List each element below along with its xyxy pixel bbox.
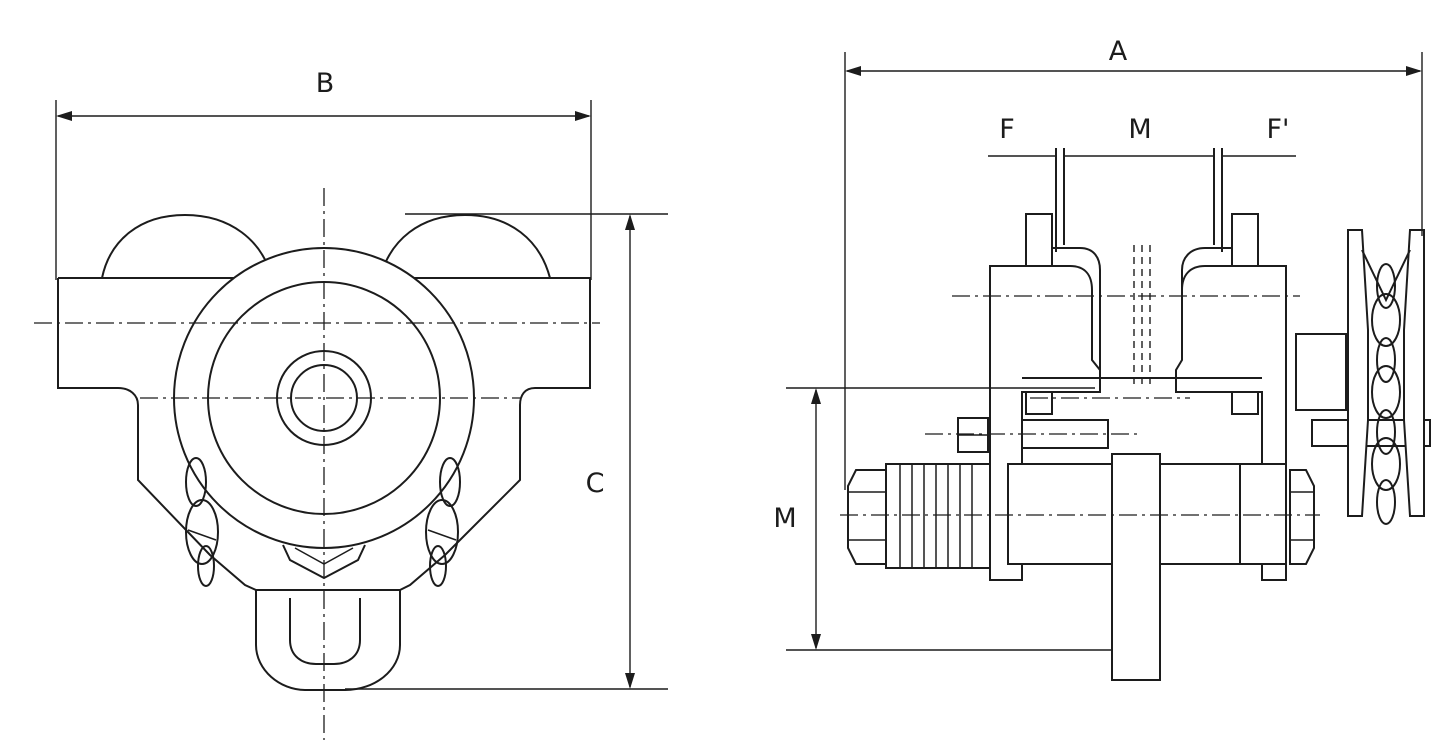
dim-m-arrow-top [811,388,821,404]
front-view: B C [34,68,668,740]
label-f-prime: F' [1267,114,1290,145]
sleeve-threads [899,464,973,568]
hand-wheel-left-rim [1347,229,1369,517]
label-m-top: M [1128,114,1151,145]
hand-wheel-right-rim [1403,229,1425,517]
right-trolley-hook [1181,247,1232,360]
dim-a-arrow-right [1406,66,1422,76]
right-hex-nut [1289,469,1315,565]
label-f: F [999,114,1015,145]
dim-m-arrow-bottom [811,634,821,650]
label-c: C [586,468,605,499]
threaded-sleeve [885,463,991,569]
side-view: F M F' [773,36,1431,681]
label-b: B [316,68,335,99]
label-a: A [1109,36,1128,67]
left-hex-nut [847,469,887,565]
label-m-side: M [773,503,796,534]
clevis-slot [289,598,361,665]
hand-wheel-shaft [1295,333,1347,411]
left-trolley-hook [1052,247,1101,370]
dim-c-arrow-bottom [625,673,635,689]
dim-a-arrow-left [845,66,861,76]
hand-chain [1371,263,1401,525]
front-frame-right [58,277,591,591]
dim-b-arrow-right [575,111,591,121]
dim-c-arrow-top [625,214,635,230]
right-wheel [379,213,551,279]
left-chain [185,457,219,587]
front-frame-left [57,278,257,591]
dim-b-arrow-left [56,111,72,121]
right-chain [425,457,461,587]
hand-wheel-groove [1361,249,1411,303]
suspension-plate [1111,453,1161,681]
left-wheel [101,213,273,279]
load-clevis [255,589,401,691]
